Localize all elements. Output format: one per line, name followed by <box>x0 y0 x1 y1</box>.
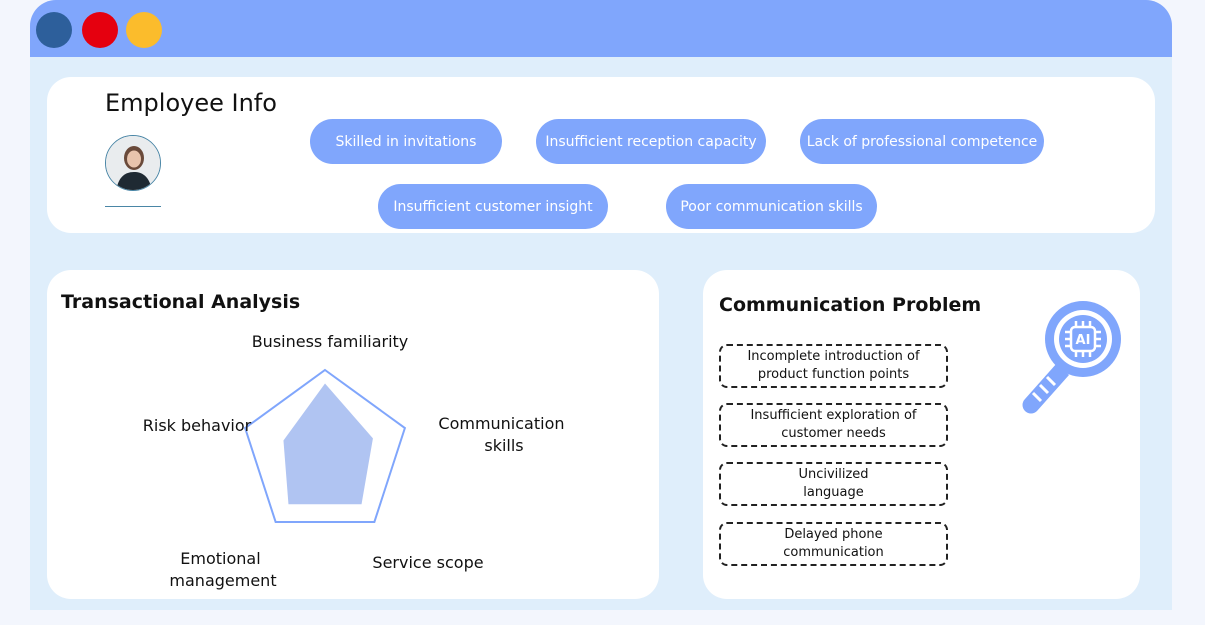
radar-value-area <box>283 383 373 505</box>
problem-item: Incomplete introduction of product funct… <box>719 344 948 388</box>
axis-label-communication-skills: Communication skills <box>438 414 569 455</box>
radar-chart: Business familiarity Communication skill… <box>143 332 569 590</box>
tag-reception-capacity[interactable]: Insufficient reception capacity <box>536 119 766 164</box>
axis-label-business-familiarity: Business familiarity <box>252 332 409 351</box>
communication-problem-card: Communication Problem AI Incomplete intr… <box>703 270 1140 599</box>
communication-problem-title: Communication Problem <box>719 294 982 316</box>
axis-label-risk-behavior: Risk behavior <box>143 416 252 435</box>
transactional-analysis-card: Transactional Analysis Business familiar… <box>47 270 659 599</box>
axis-label-emotional-management: Emotional management <box>169 549 276 590</box>
ai-magnifier-icon: AI <box>1022 301 1121 414</box>
transactional-analysis-title: Transactional Analysis <box>61 291 301 313</box>
employee-info-title: Employee Info <box>105 89 277 117</box>
window-control-yellow[interactable] <box>126 12 162 48</box>
avatar-divider <box>105 206 161 207</box>
window-control-blue[interactable] <box>36 12 72 48</box>
problem-item: Insufficient exploration of customer nee… <box>719 403 948 447</box>
tag-professional-competence[interactable]: Lack of professional competence <box>800 119 1044 164</box>
window-control-red[interactable] <box>82 12 118 48</box>
svg-text:AI: AI <box>1076 333 1091 348</box>
tag-customer-insight[interactable]: Insufficient customer insight <box>378 184 608 229</box>
axis-label-service-scope: Service scope <box>372 553 483 572</box>
tag-skilled-invitations[interactable]: Skilled in invitations <box>310 119 502 164</box>
avatar <box>105 135 161 191</box>
app-window: Employee Info Skilled in invitations Ins… <box>30 0 1172 610</box>
title-bar <box>30 0 1172 57</box>
radar-outline <box>243 368 407 523</box>
employee-info-card: Employee Info Skilled in invitations Ins… <box>47 77 1155 233</box>
tag-communication-skills[interactable]: Poor communication skills <box>666 184 877 229</box>
person-icon <box>106 136 160 190</box>
